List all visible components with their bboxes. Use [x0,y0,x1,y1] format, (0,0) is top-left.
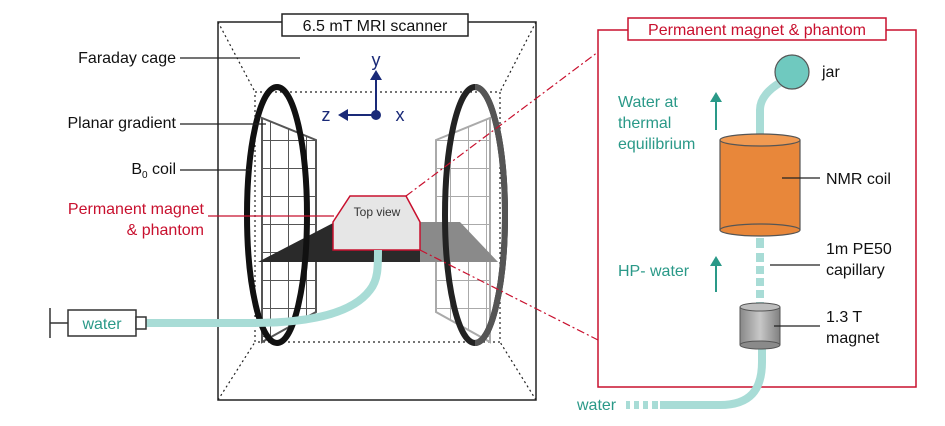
planar-gradient-label: Planar gradient [67,115,176,132]
permanent-magnet-label-2: & phantom [127,222,204,239]
capillary-upper [756,76,787,140]
b0-rest: coil [148,161,176,178]
scanner-assembly: 6.5 mT MRI scanner y z x Top view [49,13,537,401]
scanner-title-box [281,13,469,37]
faraday-cage-inner [254,91,501,343]
inset-connectors [405,51,599,341]
hp-flow-arrow [710,256,722,292]
hp-water-label: HP- water [618,263,690,280]
thermal-water-label-3: equilibrium [618,136,695,153]
nmr-coil [719,133,801,237]
scanner-title: 6.5 mT MRI scanner [303,18,448,35]
capillary-label-2: capillary [826,262,885,279]
b0-coil-left [244,84,310,346]
b0-sub: 0 [142,170,148,181]
jar [774,54,810,90]
water-inlet-label: water [576,397,617,414]
top-view-label: Top view [354,205,401,219]
top-view-box: Top view [332,195,421,251]
platform-light [420,222,498,262]
thermal-water-label-1: Water at [618,94,678,111]
magnet-label-2: magnet [826,330,880,347]
thermal-flow-arrow [710,92,722,130]
permanent-magnet-label-1: Permanent magnet [68,201,205,218]
magnet-label-1: 1.3 T [826,309,862,326]
water-tube [146,249,382,327]
syringe: water [49,308,147,338]
b0-coil-right-shade [474,84,508,346]
faraday-cage-label: Faraday cage [78,50,176,67]
syringe-label: water [81,316,122,333]
inset-title: Permanent magnet & phantom [648,22,866,39]
axis-x-label: x [396,105,405,125]
perspective-lines [217,21,537,401]
axis-z-label: z [322,105,331,125]
magnet-1p3t [739,302,781,350]
inlet-tube [660,345,766,409]
axis-y-label: y [372,50,381,70]
capillary-label-1: 1m PE50 [826,241,892,258]
inset-title-box [627,17,887,41]
coordinate-axes: y z x [322,50,405,125]
thermal-water-label-2: thermal [618,115,671,132]
jar-label: jar [821,64,840,81]
nmr-coil-label: NMR coil [826,171,891,188]
b0-coil-label: B0 coil [131,161,176,181]
inset-panel: Permanent magnet & phantom jar [576,17,917,414]
b0-main: B [131,161,142,178]
